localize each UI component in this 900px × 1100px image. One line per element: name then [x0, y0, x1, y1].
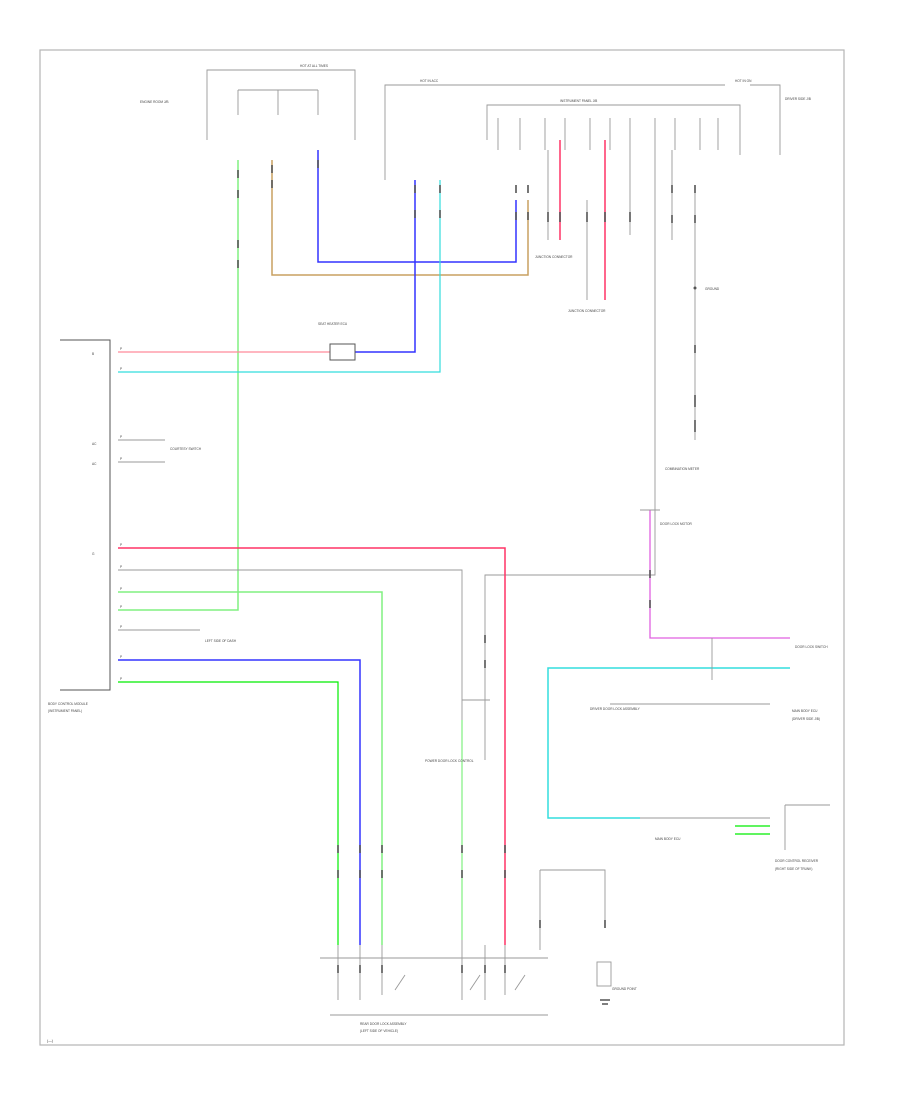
wire-light-green-main: [118, 160, 239, 611]
wire-green-lower: [118, 681, 339, 945]
wire-green-mid: [118, 591, 383, 945]
svg-text:MAIN BODY ECU: MAIN BODY ECU: [792, 709, 818, 713]
bottom-ground: GROUND POINT: [596, 961, 637, 1005]
top-fuse-left: HOT AT ALL TIMES ENGINE ROOM J/B: [140, 64, 356, 140]
wire-red-long: [118, 547, 506, 945]
svg-text:(INSTRUMENT PANEL): (INSTRUMENT PANEL): [48, 709, 82, 713]
svg-text:DOOR LOCK SWITCH: DOOR LOCK SWITCH: [795, 645, 828, 649]
svg-text:P: P: [120, 625, 122, 629]
svg-text:DOOR LOCK MOTOR: DOOR LOCK MOTOR: [660, 522, 693, 526]
diagram-frame: [39, 49, 845, 1046]
svg-text:P: P: [120, 605, 122, 609]
svg-text:INSTRUMENT PANEL J/B: INSTRUMENT PANEL J/B: [560, 99, 597, 103]
svg-text:(LEFT SIDE OF VEHICLE): (LEFT SIDE OF VEHICLE): [360, 1029, 398, 1033]
svg-text:MAIN BODY ECU: MAIN BODY ECU: [655, 837, 681, 841]
wire-tan-loop: [271, 160, 529, 276]
svg-text:G: G: [92, 552, 95, 556]
svg-text:JUNCTION CONNECTOR: JUNCTION CONNECTOR: [568, 309, 606, 313]
svg-text:GROUND POINT: GROUND POINT: [612, 987, 637, 991]
pin-labels: P P P P P P P P P P P: [120, 347, 122, 681]
svg-text:LEFT SIDE OF DASH: LEFT SIDE OF DASH: [205, 639, 237, 643]
svg-text:BODY CONTROL MODULE: BODY CONTROL MODULE: [48, 702, 88, 706]
svg-text:B: B: [92, 352, 94, 356]
svg-text:DRIVER DOOR LOCK ASSEMBLY: DRIVER DOOR LOCK ASSEMBLY: [590, 707, 641, 711]
svg-text:P: P: [120, 435, 122, 439]
svg-text:HOT IN ON: HOT IN ON: [735, 79, 752, 83]
svg-text:ENGINE ROOM J/B: ENGINE ROOM J/B: [140, 100, 169, 104]
wire-magenta: [649, 510, 790, 639]
svg-text:P: P: [120, 677, 122, 681]
connector-ticks: [237, 160, 696, 973]
top-fuse-center: HOT IN ACC HOT IN ON DRIVER SIDE J/B: [384, 79, 811, 180]
wire-cyan-right: [547, 667, 790, 819]
svg-text:P: P: [120, 565, 122, 569]
door-lock-mid: POWER DOOR LOCK CONTROL: [425, 620, 490, 763]
svg-text:HOT AT ALL TIMES: HOT AT ALL TIMES: [300, 64, 328, 68]
svg-text:HOT IN ACC: HOT IN ACC: [420, 79, 439, 83]
instrument-panel-jb: INSTRUMENT PANEL J/B: [486, 99, 741, 155]
wire-blue-relay: [355, 180, 416, 353]
wire-blue-loop: [317, 150, 517, 263]
svg-text:P: P: [120, 543, 122, 547]
svg-text:(DRIVER SIDE J/B): (DRIVER SIDE J/B): [792, 717, 820, 721]
svg-text:P: P: [120, 587, 122, 591]
svg-text:P: P: [120, 347, 122, 351]
relay-box: [329, 343, 356, 361]
wire-cyan-left: [118, 180, 441, 373]
svg-text:SEAT HEATER ECU: SEAT HEATER ECU: [318, 322, 348, 326]
svg-text:DOOR CONTROL RECEIVER: DOOR CONTROL RECEIVER: [775, 859, 819, 863]
svg-text:P: P: [120, 367, 122, 371]
svg-text:(RIGHT SIDE OF TRUNK): (RIGHT SIDE OF TRUNK): [775, 867, 812, 871]
svg-text:REAR DOOR LOCK ASSEMBLY: REAR DOOR LOCK ASSEMBLY: [360, 1022, 407, 1026]
frame-code: (—): [47, 1039, 53, 1043]
svg-text:P: P: [120, 655, 122, 659]
svg-text:DRIVER SIDE J/B: DRIVER SIDE J/B: [785, 97, 811, 101]
svg-text:COURTESY SWITCH: COURTESY SWITCH: [170, 447, 202, 451]
svg-text:COMBINATION METER: COMBINATION METER: [665, 467, 700, 471]
svg-text:AC: AC: [92, 442, 97, 446]
svg-text:P: P: [120, 457, 122, 461]
svg-text:GROUND: GROUND: [705, 287, 720, 291]
svg-text:AC: AC: [92, 462, 97, 466]
svg-text:POWER DOOR LOCK CONTROL: POWER DOOR LOCK CONTROL: [425, 759, 474, 763]
svg-text:JUNCTION CONNECTOR: JUNCTION CONNECTOR: [535, 255, 573, 259]
left-module: BODY CONTROL MODULE (INSTRUMENT PANEL) B…: [48, 339, 111, 713]
wire-blue-lower: [118, 659, 361, 945]
